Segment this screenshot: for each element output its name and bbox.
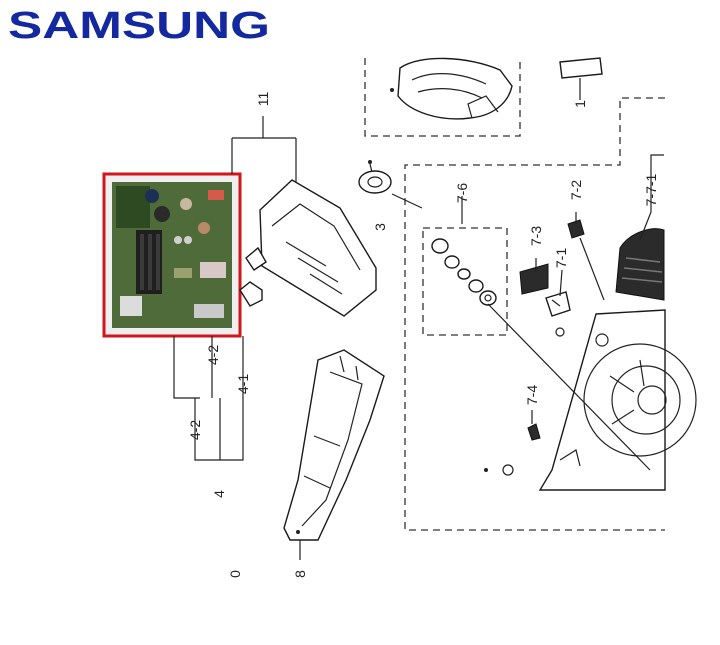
pcb-bracket-part [239,179,377,317]
part-7-3 [519,263,549,295]
part-7-1 [545,291,571,317]
samsung-logo-text: SAMSUNG [8,5,270,44]
part-8-bracket [283,349,385,541]
callout-7-2: 7-2 [568,180,584,200]
highlight-frame [102,172,242,338]
samsung-logo: SAMSUNG [8,5,270,44]
callout-4-1: 4-1 [235,374,251,394]
callout-7-3: 7-3 [528,226,544,246]
callout-7-7-1: 7-7-1 [643,173,659,206]
callout-labels: 11 1 3 7-6 7-3 7-1 7-2 7-7-1 7-4 4-2 4-1… [187,92,659,578]
callout-3: 3 [372,223,388,231]
pcb-photo [104,174,240,336]
part-7-6-seal-stack [431,238,497,306]
callout-4-2-upper: 4-2 [205,345,221,365]
top-cover-part [390,57,513,120]
callout-7-1: 7-1 [553,248,569,268]
callout-0: 0 [227,570,243,578]
part-7-4 [484,327,565,476]
tub-back-part [538,309,697,491]
leader-lines [173,88,664,560]
callout-4: 4 [211,490,227,498]
callout-11: 11 [255,92,271,107]
callout-1: 1 [572,100,588,108]
callout-8: 8 [292,570,308,578]
part-7-7-1-grille [615,228,665,301]
callout-7-6: 7-6 [454,183,470,203]
dashed-group-boxes [364,58,665,531]
callout-4-2-lower: 4-2 [187,420,203,440]
part-1 [559,57,603,88]
part-3-bracket [358,160,392,194]
callout-7-4: 7-4 [524,385,540,405]
